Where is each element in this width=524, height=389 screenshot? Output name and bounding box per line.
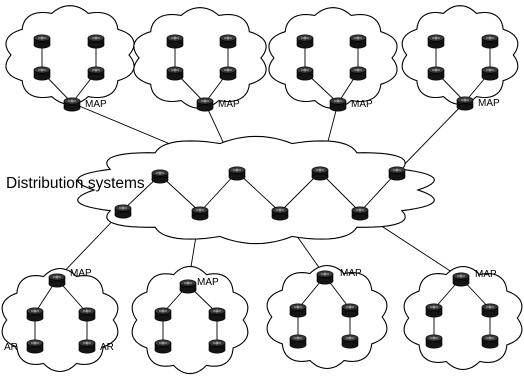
top-domain-3-router-bl [296, 66, 314, 81]
top-domain-3-router-tr [349, 34, 367, 49]
bottom-domain-2-router-br [208, 339, 226, 354]
top-domain-4-map-router [456, 96, 474, 111]
bottom-domain-3-router-tr [341, 303, 359, 318]
top-domain-1-router-tr [87, 34, 105, 49]
core-router-c1 [114, 204, 132, 219]
bottom-domain-4-router-tl [425, 303, 443, 318]
link-top-4-core [396, 101, 466, 173]
ar-label-right: AR [100, 342, 114, 353]
bottom-domain-2-router-bl [154, 339, 172, 354]
bottom-domain-4-router-br [481, 334, 499, 349]
bottom-domain-1-map-router [48, 273, 66, 288]
core-router-c6 [228, 166, 246, 181]
map-label-top-3: MAP [351, 99, 373, 110]
top-domain-2-router-tr [219, 34, 237, 49]
ar-label-left: AR [4, 342, 18, 353]
top-domain-1-map-router [63, 97, 81, 112]
top-domain-2-cloud [133, 7, 267, 109]
bottom-domain-2-map-router [179, 279, 197, 294]
top-domain-4-router-tr [481, 34, 499, 49]
bottom-domain-1-router-tr [78, 307, 96, 322]
core-router-c4 [351, 206, 369, 221]
map-label-bottom-1: MAP [70, 268, 92, 279]
top-domain-2-router-bl [166, 66, 184, 81]
top-domain-2-map-router [196, 97, 214, 112]
distribution-systems-label: Distribution systems [6, 175, 145, 192]
top-domain-3-map-router [329, 97, 347, 112]
core-router-c5 [151, 169, 169, 184]
bottom-domain-3-router-bl [289, 334, 307, 349]
top-domain-3-router-tl [296, 34, 314, 49]
bottom-domain-3-router-br [341, 334, 359, 349]
map-label-bottom-4: MAP [475, 269, 497, 280]
top-domain-1-router-br [87, 66, 105, 81]
bottom-domain-3-router-tl [289, 303, 307, 318]
bottom-domain-4-router-tr [481, 303, 499, 318]
top-domain-1-router-bl [33, 66, 51, 81]
routers-layer [26, 34, 499, 354]
bottom-domain-1-router-bl [26, 339, 44, 354]
map-label-top-4: MAP [478, 98, 500, 109]
bottom-domain-4-map-router [452, 272, 470, 287]
core-router-c2 [191, 206, 209, 221]
core-router-c7 [311, 166, 329, 181]
map-label-bottom-3: MAP [340, 268, 362, 279]
map-label-top-1: MAP [85, 99, 107, 110]
top-domain-2-router-tl [166, 34, 184, 49]
top-domain-4-cloud [401, 5, 519, 105]
map-label-top-2: MAP [218, 99, 240, 110]
core-router-c8 [388, 166, 406, 181]
core-router-c3 [271, 206, 289, 221]
bottom-domain-4-router-bl [425, 334, 443, 349]
map-label-bottom-2: MAP [197, 277, 219, 288]
top-domain-4-router-br [481, 66, 499, 81]
top-domain-3-cloud [268, 7, 398, 109]
top-domain-4-router-bl [427, 66, 445, 81]
top-domain-1-router-tl [33, 34, 51, 49]
top-domain-1-cloud [5, 5, 135, 105]
bottom-domain-3-map-router [316, 270, 334, 285]
bottom-domain-2-router-tl [154, 307, 172, 322]
top-domain-3-router-br [349, 66, 367, 81]
top-domain-4-router-tl [427, 34, 445, 49]
top-domain-2-router-br [219, 66, 237, 81]
bottom-domain-1-router-br [78, 339, 96, 354]
labels-layer: Distribution systems MAP MAP MAP MAP MAP… [4, 98, 500, 353]
bottom-domain-1-router-tl [26, 307, 44, 322]
bottom-domain-2-router-tr [208, 307, 226, 322]
